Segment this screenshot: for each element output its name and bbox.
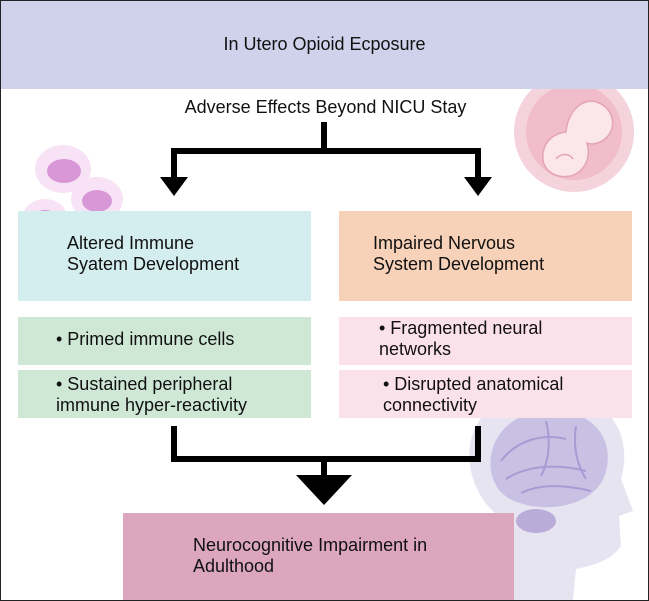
subtitle: Adverse Effects Beyond NICU Stay xyxy=(184,97,467,117)
immune-bullet-box: • Sustained peripheral immune hyper-reac… xyxy=(18,370,311,418)
nervous-bullet-box: • Fragmented neural networks xyxy=(339,317,632,365)
nervous-bullet: • Disrupted anatomical connectivity xyxy=(383,374,563,416)
bullet-line: • Sustained peripheral xyxy=(56,374,233,394)
nervous-heading-line2: System Development xyxy=(373,254,545,274)
nervous-heading-box: Impaired Nervous System Development xyxy=(339,211,632,301)
title-band: In Utero Opioid Ecposure xyxy=(1,1,648,89)
bullet-line: connectivity xyxy=(383,395,478,415)
nervous-heading-line1: Impaired Nervous xyxy=(373,233,516,253)
immune-heading: Altered Immune Syatem Development xyxy=(67,233,239,275)
outcome-line2: Adulthood xyxy=(193,556,275,576)
outcome-box: Neurocognitive Impairment in Adulthood xyxy=(123,513,514,600)
split-arrow xyxy=(171,122,481,181)
nervous-bullet-box: • Disrupted anatomical connectivity xyxy=(339,370,632,418)
immune-bullet-box: • Primed immune cells xyxy=(18,317,311,365)
outcome-line1: Neurocognitive Impairment in xyxy=(193,535,428,555)
bullet-line: • Primed immune cells xyxy=(56,329,235,349)
nervous-bullet: • Fragmented neural networks xyxy=(379,318,542,360)
immune-heading-line2: Syatem Development xyxy=(67,254,240,274)
immune-bullet: • Primed immune cells xyxy=(56,329,234,350)
right-arrowhead xyxy=(464,177,492,196)
immune-bullet: • Sustained peripheral immune hyper-reac… xyxy=(56,374,247,416)
merge-arrowhead xyxy=(296,475,352,505)
merge-arrow xyxy=(171,426,481,479)
immune-heading-line1: Altered Immune xyxy=(67,233,195,253)
nervous-heading: Impaired Nervous System Development xyxy=(373,233,544,275)
bullet-line: immune hyper-reactivity xyxy=(56,395,248,415)
bullet-line: • Fragmented neural xyxy=(379,318,543,338)
bullet-line: • Disrupted anatomical xyxy=(383,374,564,394)
fetus-in-womb-icon xyxy=(514,72,634,192)
outcome-text: Neurocognitive Impairment in Adulthood xyxy=(193,535,427,577)
immune-heading-box: Altered Immune Syatem Development xyxy=(18,211,311,301)
diagram-title: In Utero Opioid Ecposure xyxy=(223,34,426,54)
bullet-line: networks xyxy=(379,339,452,359)
left-arrowhead xyxy=(160,177,188,196)
